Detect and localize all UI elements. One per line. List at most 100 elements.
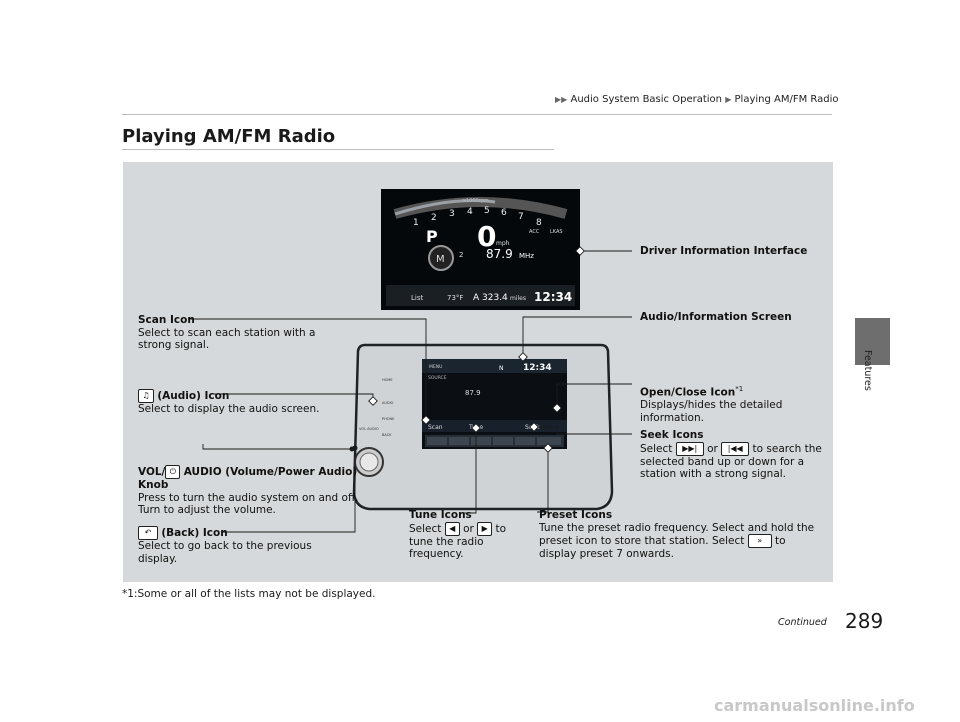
seek-title: Seek Icons	[640, 429, 704, 441]
scan-control[interactable]: Scan	[428, 424, 443, 431]
power-icon: ⏻	[165, 465, 181, 479]
list-label: List	[411, 294, 423, 302]
preset-button[interactable]	[493, 437, 513, 445]
audio-button[interactable]: AUDIO	[382, 401, 394, 405]
preset-number: 2	[459, 251, 463, 259]
header-rule	[122, 114, 832, 115]
seek-up-icon: ▶▶|	[675, 441, 704, 456]
vol-title-2: AUDIO (Volume/Power Audio)	[183, 466, 358, 478]
screen-menu[interactable]: MENU	[429, 364, 442, 370]
open-close-title: Open/Close Icon	[640, 386, 736, 399]
tune-title: Tune Icons	[409, 509, 472, 521]
cluster-frequency-unit: MHz	[519, 252, 534, 260]
audio-text: Select to display the audio screen.	[138, 403, 320, 415]
scan-title: Scan Icon	[138, 314, 195, 326]
audio-information-screen: MENU N 12:34 SOURCE 87.9 Scan Tune Seek …	[352, 343, 614, 511]
screen-frequency: 87.9	[465, 389, 481, 397]
footnote: *1:Some or all of the lists may not be d…	[122, 588, 376, 600]
cluster-clock: 12:34	[534, 290, 572, 304]
home-button[interactable]: HOME	[382, 378, 393, 382]
ais-title: Audio/Information Screen	[640, 311, 792, 323]
scan-text: Select to scan each station with a stron…	[138, 326, 316, 352]
page-number: 289	[845, 609, 884, 633]
seek-text-2: or	[707, 442, 718, 455]
tune-text-2: or	[463, 522, 474, 535]
lkas-indicator: LKAS	[550, 229, 563, 235]
vol-audio-callout: VOL/⏻ AUDIO (Volume/Power Audio) Knob Pr…	[138, 465, 368, 517]
scan-callout: Scan Icon Select to scan each station wi…	[138, 314, 328, 352]
preset-button[interactable]	[427, 437, 447, 445]
rpm-number: 1	[413, 218, 419, 228]
open-close-text: Displays/hides the detailed information.	[640, 399, 783, 424]
audio-icon: ♫	[138, 389, 154, 403]
temp-readout: 73°F	[447, 294, 463, 302]
side-tab-label: Features	[862, 350, 873, 391]
vol-title-1: VOL/	[138, 466, 166, 478]
audio-callout: ♫ (Audio) Icon Select to display the aud…	[138, 389, 338, 416]
vol-audio-knob-center	[359, 452, 379, 472]
ais-callout: Audio/Information Screen	[640, 311, 792, 324]
dii-callout: Driver Information Interface	[640, 245, 807, 258]
preset-more-icon: »	[747, 534, 772, 548]
tune-down-icon: ◀	[444, 521, 460, 536]
preset-text-1: Tune the preset radio frequency. Select …	[539, 521, 815, 548]
tune-callout: Tune Icons Select ◀ or ▶ to tune the rad…	[409, 509, 533, 561]
leader-dots	[349, 445, 358, 452]
rpm-number: 3	[449, 209, 455, 219]
seek-down-icon: |◀◀	[721, 441, 750, 456]
rpm-number: 8	[536, 218, 542, 228]
continued-label: Continued	[778, 617, 827, 628]
vol-text-1: Press to turn the audio system on and of…	[138, 491, 359, 504]
rpm-number: 4	[467, 207, 473, 217]
back-icon: ↶	[138, 526, 158, 540]
seek-text-3: to search the selected band up or down f…	[640, 442, 822, 481]
tune-up-icon: ▶	[477, 521, 493, 536]
speed-readout: 0	[477, 220, 496, 253]
cluster-frequency: 87.9	[486, 247, 513, 261]
back-button[interactable]: BACK	[382, 433, 392, 437]
preset-button[interactable]	[449, 437, 469, 445]
gear-indicator: P	[426, 227, 438, 246]
breadcrumb-part2[interactable]: Playing AM/FM Radio	[734, 94, 839, 105]
dii-title: Driver Information Interface	[640, 245, 808, 257]
vol-title-3: Knob	[138, 479, 169, 491]
rpm-number: 6	[501, 208, 507, 218]
preset-button[interactable]	[515, 437, 535, 445]
phone-button[interactable]: PHONE	[382, 417, 394, 421]
back-callout: ↶ (Back) Icon Select to go back to the p…	[138, 526, 338, 565]
screen-clock: 12:34	[523, 363, 552, 373]
preset-button[interactable]	[471, 437, 491, 445]
preset-title: Preset Icons	[539, 509, 613, 521]
breadcrumb-arrow-icon: ▶	[725, 95, 732, 104]
tune-text-1: Select	[409, 522, 442, 535]
breadcrumb-part1[interactable]: Audio System Basic Operation	[570, 94, 723, 105]
open-close-callout: Open/Close Icon*1 Displays/hides the det…	[640, 383, 820, 424]
back-title: (Back) Icon	[161, 527, 228, 539]
seek-callout: Seek Icons Select ▶▶| or |◀◀ to search t…	[640, 429, 830, 481]
speed-unit: mph	[496, 240, 510, 247]
back-text: Select to go back to the previous displa…	[138, 540, 312, 565]
tune-text-3: to tune the radio frequency.	[409, 522, 507, 561]
seek-text-1: Select	[640, 442, 673, 455]
page-title: Playing AM/FM Radio	[122, 126, 336, 147]
watermark: carmanualsonline.info	[714, 696, 915, 715]
rpm-label: x1000rpm	[463, 198, 489, 204]
audio-title: (Audio) Icon	[157, 390, 230, 402]
dashboard-illustration: x1000rpm 1 2 3 4 5 6 7 8 P 0 mph ACC LKA…	[188, 189, 632, 533]
preset-more-button[interactable]	[537, 437, 561, 445]
side-tab	[855, 318, 890, 365]
preset-callout: Preset Icons Tune the preset radio frequ…	[539, 509, 819, 561]
band-indicator: N	[499, 365, 504, 372]
vol-text-2: Turn to adjust the volume.	[138, 504, 276, 516]
breadcrumb: ▶▶ Audio System Basic Operation ▶ Playin…	[555, 94, 839, 105]
rpm-number: 5	[484, 206, 490, 216]
open-close-footnote-ref: *1	[735, 385, 744, 393]
knob-label: VOL AUDIO	[359, 427, 379, 431]
title-rule	[122, 149, 554, 150]
mode-icon	[428, 245, 454, 271]
acc-indicator: ACC	[529, 229, 540, 235]
trip-readout: A 323.4	[473, 293, 508, 303]
mode-label: M	[436, 254, 445, 265]
screen-source[interactable]: SOURCE	[428, 375, 447, 381]
trip-unit: miles	[510, 295, 526, 302]
